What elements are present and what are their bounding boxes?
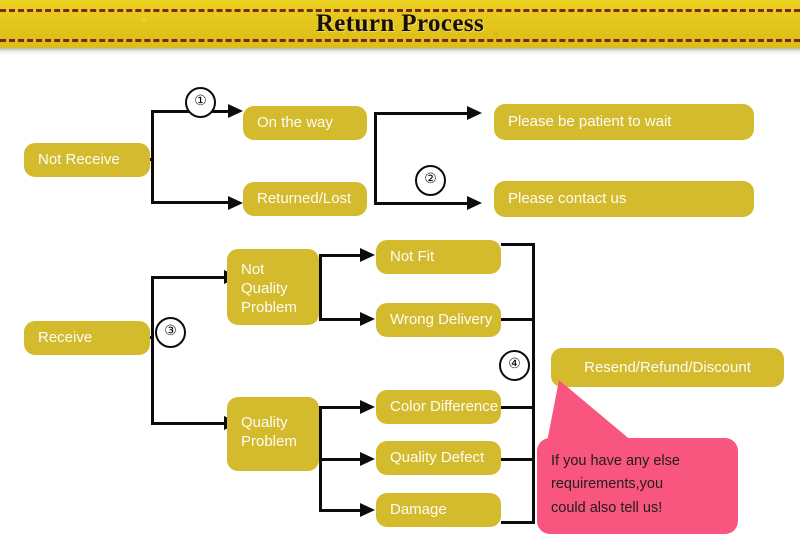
node-please-be-patient-to-wait[interactable]: Please be patient to wait [494, 104, 754, 140]
header-shadow [0, 48, 800, 55]
arrowhead-wrong-delivery [360, 312, 375, 326]
node-damage[interactable]: Damage [376, 493, 501, 527]
node-quality-problem[interactable]: Quality Problem [227, 397, 319, 471]
arrowhead-quality-defect [360, 452, 375, 466]
quality-problem-line-1: Quality [241, 414, 288, 431]
arrowhead-returned-lost [228, 196, 243, 210]
arrowhead-please-contact [467, 196, 482, 210]
node-not-quality-problem[interactable]: Not Quality Problem [227, 249, 319, 325]
page-title: Return Process [315, 10, 485, 37]
arrowhead-damage [360, 503, 375, 517]
header-banner [0, 0, 800, 48]
node-wrong-delivery[interactable]: Wrong Delivery [376, 303, 501, 337]
callout-extra-requirements: If you have any else requirements,you co… [537, 438, 738, 534]
callout-line-2: requirements,you [551, 476, 664, 493]
not-quality-problem-line-2: Quality [241, 280, 288, 298]
badge-step-1: ① [185, 87, 216, 118]
arrowhead-not-fit [360, 248, 375, 262]
line-collector-bar [532, 243, 535, 524]
line-to-not-fit [319, 254, 363, 257]
line-to-please-wait [374, 112, 470, 115]
node-not-receive[interactable]: Not Receive [24, 143, 150, 177]
line-collect-not-fit [501, 243, 535, 246]
line-collect-color-difference [501, 406, 535, 409]
line-mid-bus-1 [374, 112, 377, 205]
callout-tail [547, 380, 633, 442]
callout-line-3: could also tell us! [551, 499, 663, 516]
callout-line-1: If you have any else [551, 453, 680, 469]
stitch-line-top [0, 9, 800, 12]
node-receive[interactable]: Receive [24, 321, 150, 355]
line-to-returned-lost [151, 201, 231, 204]
badge-step-4: ④ [499, 350, 530, 381]
line-collect-damage [501, 521, 535, 524]
line-to-not-quality-problem [151, 276, 227, 279]
node-quality-defect[interactable]: Quality Defect [376, 441, 501, 475]
arrowhead-please-wait [467, 106, 482, 120]
line-collect-quality-defect [501, 458, 535, 461]
not-quality-problem-line-3: Problem [241, 299, 297, 317]
line-not-receive-bus [151, 110, 154, 204]
line-to-wrong-delivery [319, 318, 363, 321]
badge-step-3: ③ [155, 317, 186, 348]
line-to-quality-problem [151, 422, 227, 425]
node-returned-lost[interactable]: Returned/Lost [243, 182, 367, 216]
arrowhead-color-difference [360, 400, 375, 414]
line-to-quality-defect [319, 458, 363, 461]
line-to-please-contact [374, 202, 470, 205]
line-receive-bus [151, 276, 154, 425]
not-quality-problem-line-1: Not [241, 261, 265, 278]
node-not-fit[interactable]: Not Fit [376, 240, 501, 274]
line-collect-wrong-delivery [501, 318, 535, 321]
line-nqp-bus [319, 254, 322, 321]
node-please-contact-us[interactable]: Please contact us [494, 181, 754, 217]
node-on-the-way[interactable]: On the way [243, 106, 367, 140]
quality-problem-line-2: Problem [241, 433, 297, 451]
badge-step-2: ② [415, 165, 446, 196]
stitch-line-bottom [0, 39, 800, 42]
line-to-damage [319, 509, 363, 512]
arrowhead-on-the-way [228, 104, 243, 118]
node-color-difference[interactable]: Color Difference [376, 390, 501, 424]
line-to-color-difference [319, 406, 363, 409]
